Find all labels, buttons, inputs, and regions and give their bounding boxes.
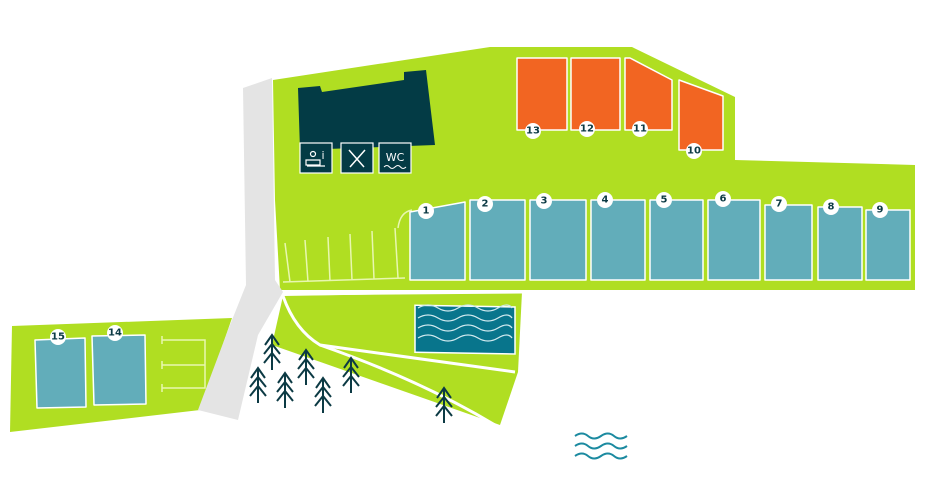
lot-10[interactable]: 10 bbox=[678, 79, 724, 159]
lot-number-badge bbox=[107, 325, 123, 341]
footpath bbox=[282, 290, 523, 296]
lot-number-badge bbox=[579, 121, 595, 137]
lot-number: 5 bbox=[661, 195, 668, 206]
lot-5[interactable]: 5 bbox=[649, 192, 704, 281]
lot-14[interactable]: 14 bbox=[91, 325, 147, 406]
pine-tree-icon bbox=[263, 333, 281, 370]
lot-number: 14 bbox=[108, 328, 122, 339]
lot-number-badge bbox=[50, 329, 66, 345]
lot-number-badge bbox=[686, 143, 702, 159]
main-building bbox=[298, 70, 435, 150]
restaurant-icon[interactable] bbox=[340, 142, 374, 174]
lot-number: 8 bbox=[828, 202, 835, 213]
lot-number-badge bbox=[823, 199, 839, 215]
wc-icon[interactable]: WC bbox=[378, 142, 412, 174]
pine-tree-icon bbox=[297, 348, 315, 385]
lot-number: 9 bbox=[877, 205, 884, 216]
lot-number: 4 bbox=[602, 195, 609, 206]
lot-number-badge bbox=[715, 191, 731, 207]
lot-1[interactable]: 1 bbox=[409, 201, 466, 281]
pine-tree-icon bbox=[342, 356, 360, 393]
access-road[interactable] bbox=[198, 78, 283, 420]
lot-number: 10 bbox=[687, 146, 701, 157]
lot-number-badge bbox=[525, 123, 541, 139]
lot-13[interactable]: 13 bbox=[516, 57, 568, 139]
pine-tree-icon bbox=[314, 376, 332, 413]
lot-number: 12 bbox=[580, 124, 594, 135]
lot-number-badge bbox=[632, 121, 648, 137]
lot-12[interactable]: 12 bbox=[570, 57, 621, 137]
lot-number: 1 bbox=[423, 206, 430, 217]
water-waves-icon bbox=[574, 432, 628, 460]
lot-2[interactable]: 2 bbox=[469, 196, 526, 281]
lot-number: 15 bbox=[51, 332, 65, 343]
lot-3[interactable]: 3 bbox=[529, 193, 587, 281]
pool-wave-pattern bbox=[417, 304, 513, 342]
lot-number: 2 bbox=[482, 199, 489, 210]
info-label: i bbox=[321, 149, 324, 162]
lot-number: 11 bbox=[633, 124, 647, 135]
lot-number-badge bbox=[536, 193, 552, 209]
lot-number-badge bbox=[771, 196, 787, 212]
pine-tree-icon bbox=[249, 366, 267, 403]
swimming-pool bbox=[414, 304, 516, 355]
lot-number: 13 bbox=[526, 126, 540, 137]
lot-number-badge bbox=[656, 192, 672, 208]
lot-number-badge bbox=[872, 202, 888, 218]
reception-info-icon[interactable]: i bbox=[299, 142, 333, 174]
footpath bbox=[281, 295, 516, 374]
lot-4[interactable]: 4 bbox=[590, 192, 646, 281]
lot-9[interactable]: 9 bbox=[865, 202, 911, 281]
pine-tree-icon bbox=[276, 371, 294, 408]
lot-8[interactable]: 8 bbox=[817, 199, 863, 281]
pine-tree-icon bbox=[435, 386, 453, 423]
lot-6[interactable]: 6 bbox=[707, 191, 761, 281]
lot-number-badge bbox=[597, 192, 613, 208]
footpath bbox=[319, 343, 496, 427]
lot-7[interactable]: 7 bbox=[764, 196, 813, 281]
wc-label: WC bbox=[386, 151, 405, 164]
lot-number-badge bbox=[477, 196, 493, 212]
lot-number: 3 bbox=[541, 196, 548, 207]
lot-15[interactable]: 15 bbox=[34, 329, 87, 409]
lot-number: 7 bbox=[776, 199, 783, 210]
parking-area bbox=[161, 209, 413, 392]
lot-number: 6 bbox=[720, 194, 727, 205]
lot-number-badge bbox=[418, 203, 434, 219]
lot-11[interactable]: 11 bbox=[624, 57, 673, 137]
